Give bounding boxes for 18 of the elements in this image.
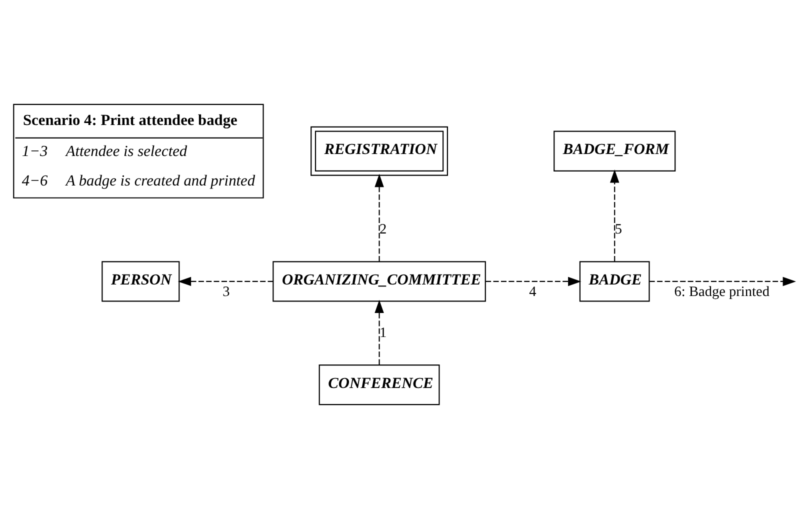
node-box: REGISTRATION [310, 126, 448, 176]
arrow [178, 276, 273, 286]
edge-label: 4 [529, 284, 536, 300]
arrow [374, 174, 384, 262]
edge-label: 5 [614, 221, 622, 238]
node-box: BADGE_FORM [554, 130, 676, 172]
arrow [610, 170, 620, 262]
edge-label: 3 [222, 284, 230, 300]
node-box: ORGANIZING_COMMITTEE [272, 261, 486, 302]
node-box: PERSON [102, 261, 180, 302]
edge-label: 1 [380, 324, 387, 341]
edge-label: 2 [380, 221, 387, 238]
node-box: BADGE [579, 261, 650, 302]
arrow [649, 276, 796, 286]
arrow [374, 300, 384, 365]
arrow [486, 276, 582, 286]
edge-label: 6: Badge printed [674, 284, 770, 300]
node-box: CONFERENCE [318, 364, 440, 406]
